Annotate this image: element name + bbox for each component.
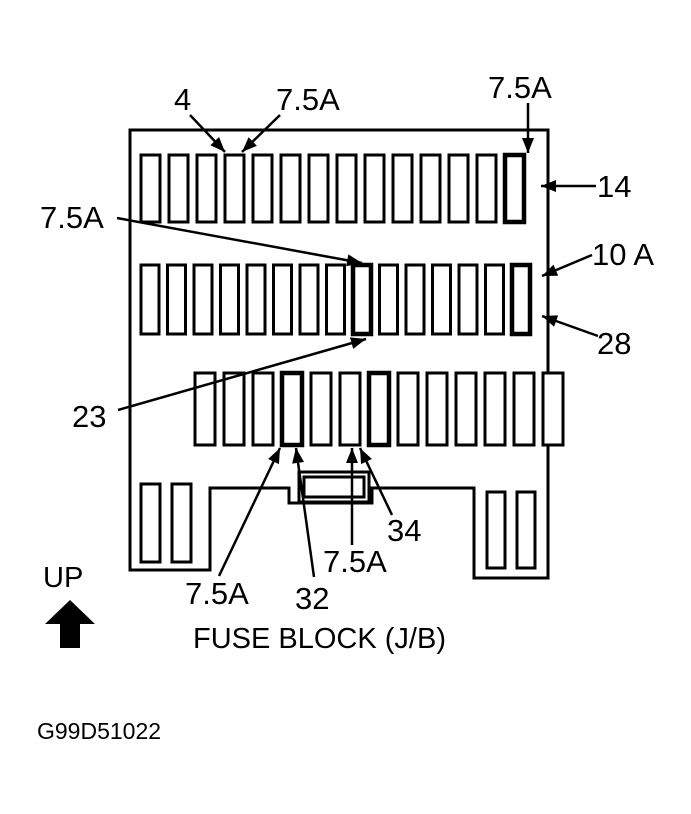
fuse: [139, 263, 161, 336]
fuse-row-extra: [139, 482, 537, 570]
fuse: [350, 262, 374, 337]
up-arrow-icon: [45, 600, 95, 648]
fuse: [502, 152, 527, 225]
fuse: [325, 263, 346, 336]
fuse: [195, 153, 218, 224]
fuse: [483, 371, 507, 447]
fuse: [170, 482, 193, 564]
fuse: [396, 371, 420, 447]
fuse-row-middle: [139, 262, 533, 337]
fuse: [541, 371, 565, 447]
fuse: [279, 153, 302, 224]
label-amp-top-right: 7.5A: [488, 70, 552, 105]
leader-fuse-28-head: [542, 315, 559, 327]
figure-code: G99D51022: [37, 718, 161, 744]
up-label: UP: [43, 562, 83, 594]
fuse: [391, 153, 414, 224]
leader-lines: [116, 103, 599, 578]
leader-fuse-23-head: [349, 337, 366, 349]
connector-inner: [302, 475, 366, 499]
leader-amp-mid-left-head: [346, 254, 362, 267]
label-fuse-4: 4: [174, 82, 191, 117]
fuse: [222, 371, 246, 447]
connector-recess: [297, 470, 371, 504]
fuse: [245, 263, 267, 336]
fuse: [251, 371, 275, 447]
fuse: [298, 263, 320, 336]
leader-fuse-23-line: [117, 337, 367, 412]
fuse: [272, 263, 293, 336]
label-fuse-14: 14: [597, 169, 631, 204]
fuse: [447, 153, 470, 224]
fuse: [425, 371, 449, 447]
fuse: [193, 371, 217, 447]
leader-fuse-4-head: [210, 136, 225, 152]
fuse: [512, 371, 536, 447]
leader-amp-top-right-head: [522, 138, 534, 153]
leader-amp-bottom-right-head: [346, 448, 358, 463]
fuse: [378, 263, 399, 336]
fuse-row-top: [139, 152, 527, 225]
leader-amp-bottom-left-line: [217, 447, 282, 577]
leader-fuse-14-head: [541, 180, 556, 192]
fuse: [457, 263, 479, 336]
label-fuse-28: 28: [597, 326, 631, 361]
fuse: [363, 153, 386, 224]
fuse: [307, 153, 330, 224]
fuse: [366, 370, 392, 448]
label-fuse-34: 34: [387, 513, 421, 548]
leader-fuse-32-line: [294, 447, 316, 578]
fuse-row-bottom: [193, 370, 565, 448]
fuse: [167, 153, 190, 224]
fuse: [166, 263, 187, 336]
fuse: [279, 370, 305, 448]
fuse: [139, 153, 162, 224]
fuse: [139, 482, 162, 564]
diagram-caption: FUSE BLOCK (J/B): [193, 623, 446, 655]
leader-amp-top-left-head: [242, 137, 257, 152]
fuse: [431, 263, 452, 336]
fuse: [219, 263, 240, 336]
label-amp-top-left: 7.5A: [276, 82, 340, 117]
leader-fuse-34-head: [360, 448, 372, 465]
fuse: [335, 153, 358, 224]
fuse: [484, 263, 505, 336]
fuse: [515, 490, 537, 570]
label-amp-mid-right: 10 A: [592, 237, 654, 272]
label-fuse-32: 32: [295, 581, 329, 616]
leader-amp-mid-right-head: [542, 264, 559, 276]
fuse: [338, 371, 362, 447]
fuse-block-housing: [128, 128, 550, 580]
fuse: [223, 153, 246, 224]
label-fuse-23: 23: [72, 399, 106, 434]
fuse: [251, 153, 274, 224]
fuse: [475, 153, 498, 224]
fuse: [485, 490, 507, 570]
leader-amp-mid-left-line: [116, 216, 363, 265]
leader-fuse-32-head: [292, 448, 305, 464]
fuse: [419, 153, 442, 224]
fuse: [192, 263, 214, 336]
label-amp-mid-left: 7.5A: [40, 200, 104, 235]
fuse: [309, 371, 333, 447]
fuse: [404, 263, 426, 336]
fuse: [509, 262, 533, 337]
label-amp-bottom-left: 7.5A: [185, 576, 249, 611]
leader-amp-bottom-left-head: [268, 448, 280, 465]
fuse: [454, 371, 478, 447]
label-amp-bottom-right: 7.5A: [323, 544, 387, 579]
